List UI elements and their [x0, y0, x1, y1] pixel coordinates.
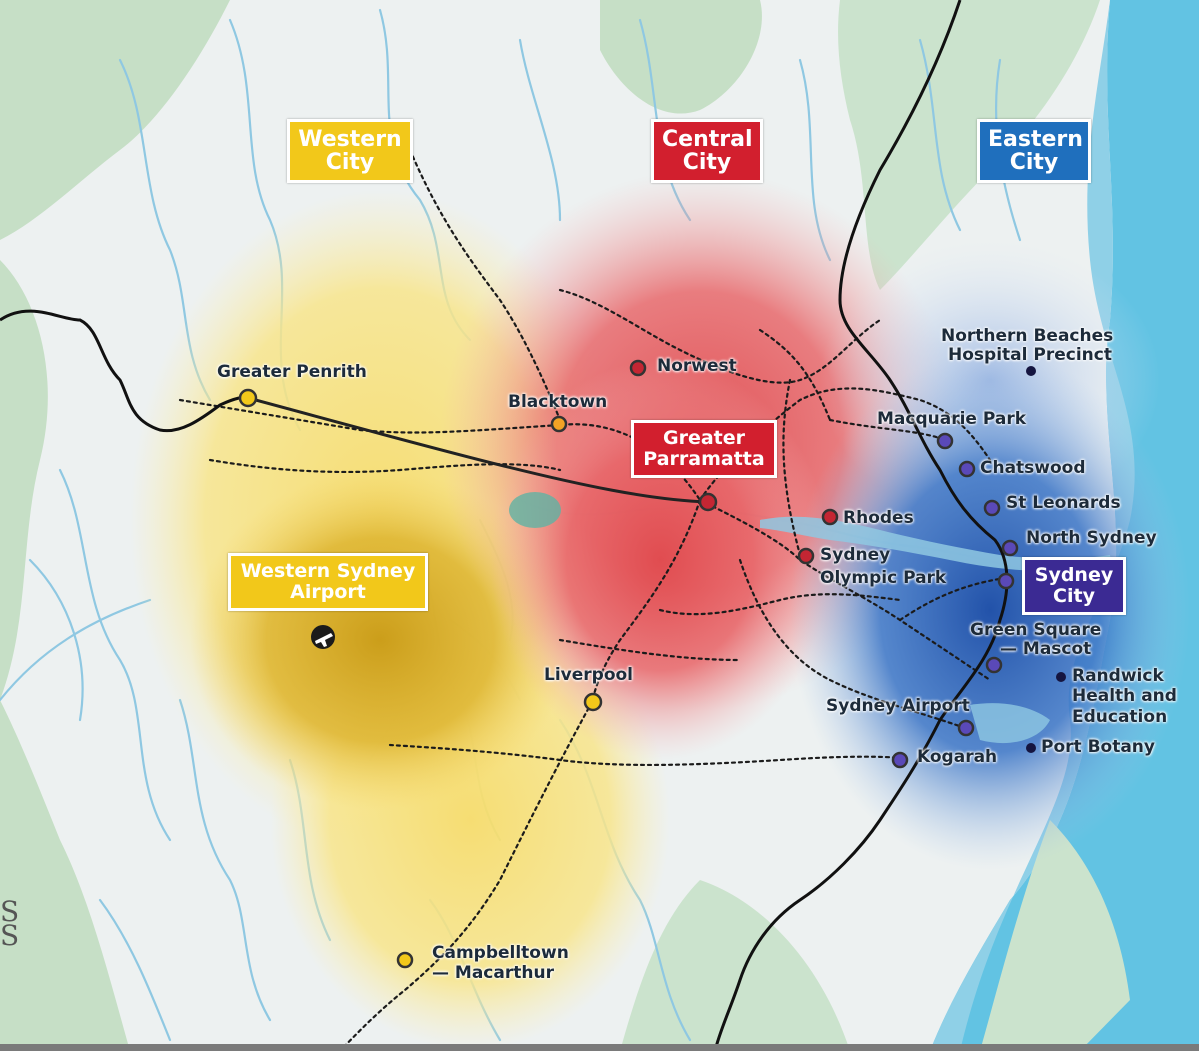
sydney-city-line1: Sydney: [1034, 564, 1114, 586]
central-city-line2: City: [682, 150, 732, 175]
marker-rhodes[interactable]: [821, 508, 839, 526]
marker-greater-penrith[interactable]: [238, 388, 258, 408]
eastern-city-line2: City: [1009, 150, 1059, 175]
label-liverpool[interactable]: Liverpool: [544, 665, 634, 685]
marker-kogarah[interactable]: [891, 751, 909, 769]
park-southeast: [980, 820, 1130, 1051]
park-west: [0, 260, 48, 700]
label-campbelltown-2[interactable]: — Macarthur: [432, 963, 554, 983]
place-markers: [238, 359, 1019, 969]
bottom-edge: [0, 1044, 1199, 1051]
western-city-line1: Western: [298, 127, 402, 152]
label-macquarie-park[interactable]: Macquarie Park: [877, 409, 1027, 429]
botany-bay: [970, 703, 1050, 744]
marker-sydney-airport[interactable]: [957, 719, 975, 737]
western-city-tag: Western City: [287, 119, 413, 183]
greater-parramatta-tag: Greater Parramatta: [631, 420, 777, 478]
sydney-city-line2: City: [1053, 585, 1095, 607]
edge-fragment-value: S S: [0, 895, 20, 952]
western-sydney-airport-line1: Western Sydney: [240, 560, 416, 582]
marker-port-botany[interactable]: [1026, 743, 1036, 753]
label-port-botany[interactable]: Port Botany: [1041, 737, 1155, 757]
label-greater-penrith[interactable]: Greater Penrith: [217, 362, 367, 382]
marker-blacktown[interactable]: [550, 415, 568, 433]
marker-macquarie-park[interactable]: [936, 432, 954, 450]
boundary-west: [0, 309, 249, 433]
edge-fragment-text: S S: [0, 898, 19, 950]
label-rhodes[interactable]: Rhodes: [843, 508, 914, 528]
marker-chatswood[interactable]: [958, 460, 976, 478]
label-green-square-2[interactable]: — Mascot: [1000, 639, 1092, 659]
western-city-line2: City: [325, 150, 375, 175]
park-south: [620, 880, 850, 1051]
label-randwick-1[interactable]: Randwick: [1072, 666, 1164, 686]
greater-parramatta-line2: Parramatta: [643, 448, 765, 470]
marker-northern-beaches[interactable]: [1026, 366, 1036, 376]
park-southwest: [0, 700, 130, 1051]
marker-sydney-olympic-park[interactable]: [797, 547, 815, 565]
label-chatswood[interactable]: Chatswood: [980, 458, 1086, 478]
eastern-city-line1: Eastern: [988, 127, 1083, 152]
label-north-sydney[interactable]: North Sydney: [1026, 528, 1157, 548]
marker-liverpool[interactable]: [583, 692, 603, 712]
marker-campbelltown[interactable]: [396, 951, 414, 969]
central-city-tag: Central City: [651, 119, 763, 183]
label-st-leonards[interactable]: St Leonards: [1006, 493, 1121, 513]
marker-north-sydney[interactable]: [1001, 539, 1019, 557]
label-green-square-1[interactable]: Green Square: [970, 620, 1102, 640]
label-randwick-3[interactable]: Education: [1072, 707, 1168, 727]
western-sydney-airport-line2: Airport: [290, 581, 366, 603]
label-blacktown[interactable]: Blacktown: [508, 392, 608, 412]
marker-randwick[interactable]: [1056, 672, 1066, 682]
eastern-city-zone: [790, 350, 1190, 870]
boundary-east: [713, 0, 1009, 1051]
label-sydney-olympic-park-1[interactable]: Sydney: [820, 545, 891, 565]
small-markers: [1026, 366, 1066, 753]
park-northwest: [0, 0, 230, 240]
label-norwest[interactable]: Norwest: [657, 356, 737, 376]
label-kogarah[interactable]: Kogarah: [917, 747, 998, 767]
label-sydney-olympic-park-2[interactable]: Olympic Park: [820, 568, 947, 588]
western-sydney-airport-tag: Western Sydney Airport: [228, 553, 428, 611]
marker-norwest[interactable]: [629, 359, 647, 377]
eastern-city-tag: Eastern City: [977, 119, 1091, 183]
marker-st-leonards[interactable]: [983, 499, 1001, 517]
prospect-reservoir: [509, 492, 561, 528]
label-randwick-2[interactable]: Health and: [1072, 686, 1177, 706]
label-northern-beaches-2[interactable]: Hospital Precinct: [948, 345, 1112, 365]
marker-green-square[interactable]: [985, 656, 1003, 674]
central-city-line1: Central: [662, 127, 753, 152]
label-northern-beaches-1[interactable]: Northern Beaches: [941, 326, 1114, 346]
park-north-east: [838, 0, 1100, 290]
label-campbelltown-1[interactable]: Campbelltown: [432, 943, 569, 963]
main-western-line: [247, 396, 709, 504]
sydney-city-tag: Sydney City: [1022, 557, 1126, 615]
greater-parramatta-line1: Greater: [662, 427, 745, 449]
marker-greater-parramatta[interactable]: [698, 492, 718, 512]
park-north-central: [600, 0, 762, 114]
airplane-icon: [311, 625, 335, 649]
label-sydney-airport[interactable]: Sydney Airport: [826, 696, 970, 716]
marker-sydney-city[interactable]: [997, 572, 1015, 590]
